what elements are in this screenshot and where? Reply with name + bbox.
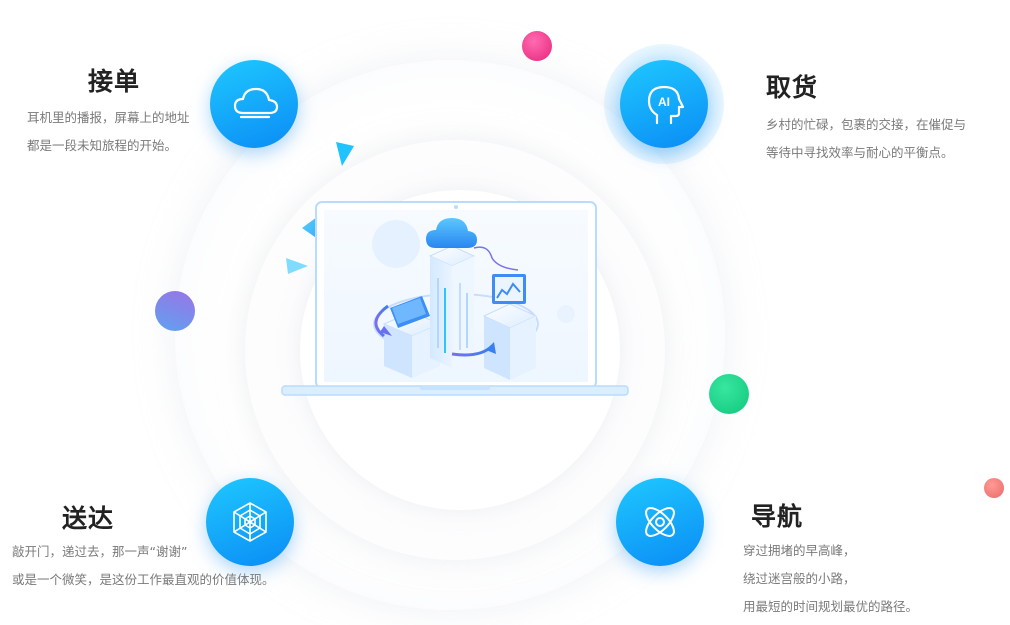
- navigation-icon-badge: [616, 478, 704, 566]
- pink-dot: [522, 31, 552, 61]
- delivery-icon-badge: [206, 478, 294, 566]
- green-dot: [709, 374, 749, 414]
- pickup-icon-badge: AI: [620, 60, 708, 148]
- pickup-desc-line: 等待中寻找效率与耐心的平衡点。: [766, 145, 954, 160]
- navigation-desc-line: 穿过拥堵的早高峰，: [743, 543, 856, 558]
- triangle-decoration: [286, 258, 308, 274]
- navigation-title: 导航: [751, 502, 804, 531]
- delivery-desc-line: 或是一个微笑，是这份工作最直观的价值体现。: [12, 572, 275, 587]
- navigation-desc-line: 绕过迷宫般的小路，: [743, 571, 856, 586]
- atom-icon: [645, 507, 675, 537]
- spiderweb-icon: [233, 502, 267, 542]
- pickup-desc-line: 乡村的忙碌，包裹的交接，在催促与: [766, 117, 967, 132]
- delivery-description: 敲开门，递过去，那一声“谢谢” 或是一个微笑，是这份工作最直观的价值体现。: [12, 538, 275, 594]
- pickup-title: 取货: [766, 73, 819, 102]
- order-title: 接单: [88, 67, 141, 96]
- ai-icon-text: AI: [658, 95, 670, 109]
- laptop-illustration: [281, 201, 629, 396]
- navigation-desc-line: 用最短的时间规划最优的路径。: [743, 599, 919, 614]
- pickup-description: 乡村的忙碌，包裹的交接，在催促与 等待中寻找效率与耐心的平衡点。: [766, 111, 966, 167]
- triangle-decoration: [336, 142, 354, 166]
- order-desc-line: 都是一段未知旅程的开始。: [27, 138, 178, 153]
- coral-dot: [984, 478, 1004, 498]
- delivery-title: 送达: [62, 504, 115, 533]
- order-description: 耳机里的播报，屏幕上的地址 都是一段未知旅程的开始。: [27, 104, 190, 160]
- ai-head-icon: AI: [647, 85, 685, 125]
- order-desc-line: 耳机里的播报，屏幕上的地址: [27, 110, 190, 125]
- delivery-desc-line: 敲开门，递过去，那一声“谢谢”: [12, 544, 188, 559]
- cloud-icon: [233, 87, 279, 119]
- order-icon-badge: [210, 60, 298, 148]
- navigation-description: 穿过拥堵的早高峰， 绕过迷宫般的小路， 用最短的时间规划最优的路径。: [743, 537, 918, 621]
- purple-dot: [155, 291, 195, 331]
